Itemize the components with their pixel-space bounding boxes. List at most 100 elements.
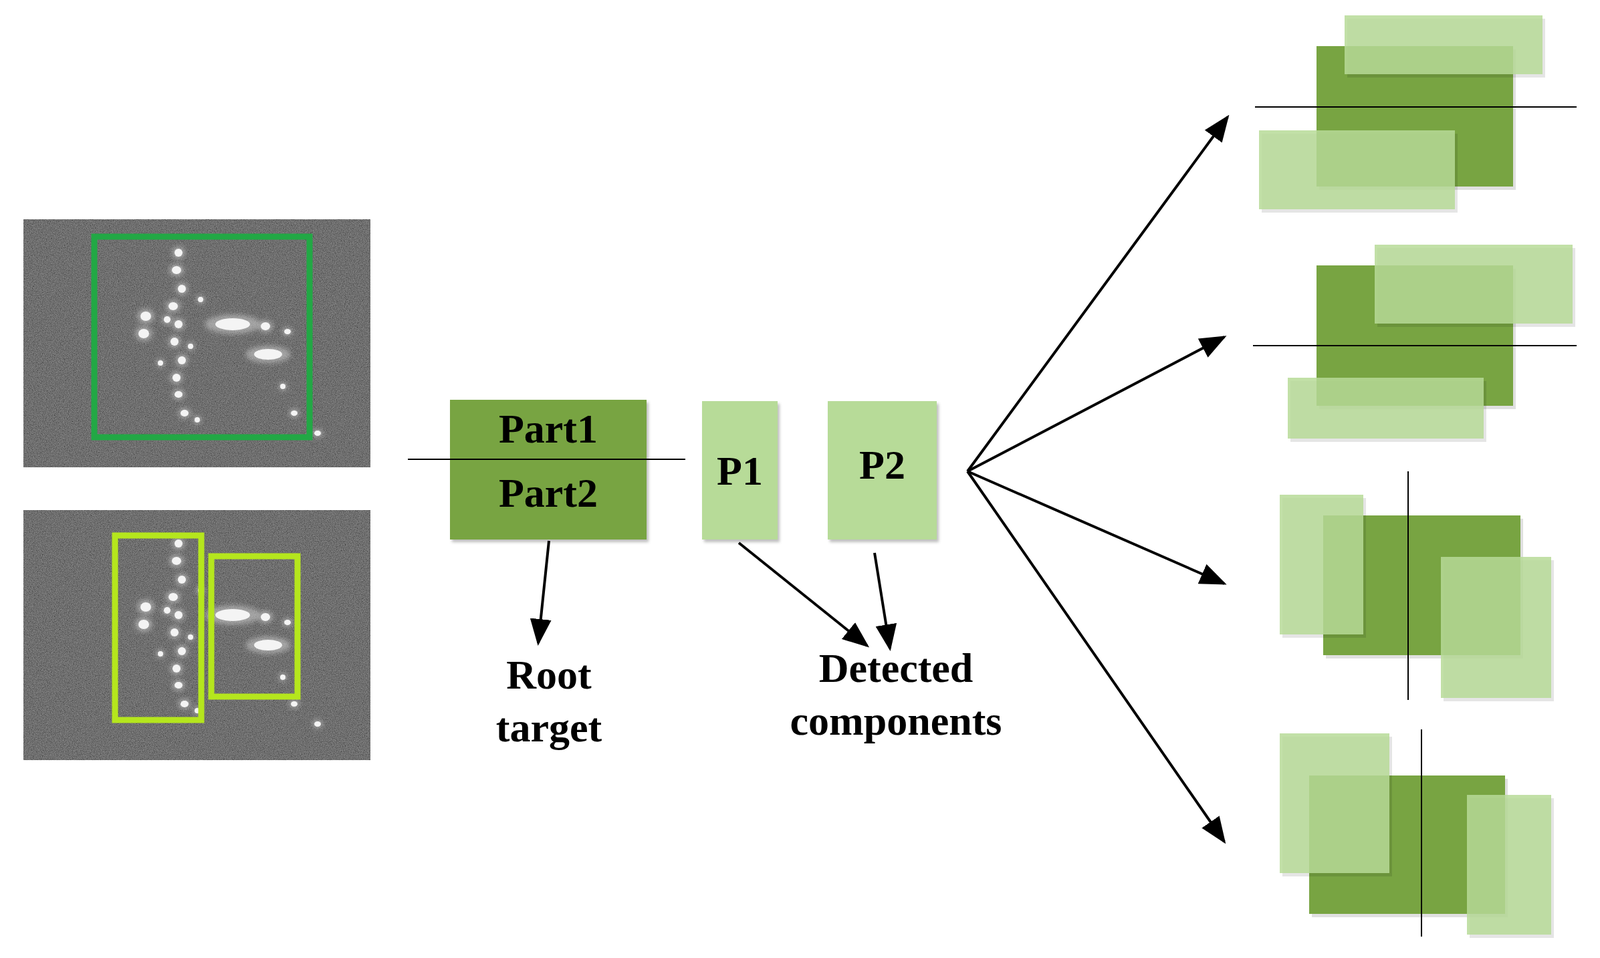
scatter-glow [278, 673, 288, 682]
component-box: P1 [702, 401, 778, 540]
configurations [1252, 15, 1577, 939]
scatter-point [157, 360, 164, 366]
scatter-glow [288, 700, 300, 709]
scatter-glow [169, 263, 184, 277]
scatter-glow [135, 617, 153, 632]
scatter-point [138, 328, 150, 339]
scatter-point [314, 430, 321, 436]
scatter-glow [278, 382, 288, 392]
scatter-glow [193, 415, 202, 425]
scatter-point [280, 674, 286, 680]
box-text: P2 [827, 401, 937, 529]
scatter-glow [175, 282, 188, 295]
caption-label: Root target [448, 648, 650, 755]
scatter-glow [312, 429, 323, 438]
scatter-point [187, 343, 194, 350]
root-box-outline [94, 236, 310, 438]
scatter-point [174, 681, 183, 689]
sar-background [23, 219, 371, 468]
scatter-point [194, 417, 200, 423]
scatter-glow [288, 409, 300, 418]
scatter-glow [171, 246, 185, 259]
scatter-point [174, 611, 183, 620]
scatter-point [163, 607, 171, 614]
scatter-glow [165, 590, 181, 604]
scatter-glow [161, 605, 173, 616]
scatter-point [138, 619, 150, 630]
scatter-points [135, 536, 323, 729]
scatter-point [171, 556, 182, 565]
scatter-point [284, 328, 291, 335]
scatter-glow [167, 625, 181, 639]
fan-arrow [967, 117, 1228, 472]
scatter-glow [258, 610, 273, 624]
scatter-point [172, 373, 181, 382]
scatter-point [168, 593, 178, 602]
scatter-glow [165, 299, 181, 313]
scatter-point [177, 647, 186, 656]
scatter-glow [177, 407, 191, 419]
fan-arrow [967, 336, 1225, 472]
scatter-glow [175, 644, 188, 658]
scatter-point [187, 634, 194, 640]
leader-arrow [538, 540, 549, 644]
scatter-point [171, 266, 182, 275]
scatter-glow [156, 359, 166, 368]
split-line [1407, 471, 1409, 701]
scatter-point [180, 700, 189, 708]
component-rect [1259, 130, 1455, 210]
scatter-glow [196, 295, 206, 305]
part-box-outline [115, 535, 202, 721]
scatter-point [215, 318, 251, 331]
scatter-point [157, 651, 164, 657]
part-box-outline [211, 556, 298, 697]
component-rect [1287, 377, 1484, 439]
scatter-glow [186, 342, 196, 352]
scatter-glow [171, 389, 185, 400]
scatter-point [172, 664, 181, 673]
scatter-point [254, 349, 283, 360]
split-line [1254, 106, 1577, 108]
scatter-glow [135, 326, 153, 341]
scatter-point [177, 356, 186, 365]
split-line [1420, 729, 1423, 937]
scatter-point [140, 602, 152, 612]
scatter-glow [137, 308, 155, 324]
scatter-point [163, 316, 171, 323]
scatter-point [170, 337, 179, 346]
fan-arrow [967, 471, 1225, 584]
component-rect [1279, 494, 1364, 635]
scatter-glow [282, 327, 293, 337]
scatter-point [174, 539, 183, 548]
scatter-glow [186, 633, 196, 642]
scatter-point [290, 701, 298, 707]
scatter-point [170, 628, 179, 637]
sar-image-bottom [23, 510, 371, 761]
scatter-point [197, 296, 204, 303]
scatter-point [280, 383, 286, 390]
scatter-glow [258, 319, 273, 333]
component-rect [1440, 556, 1552, 699]
scatter-glow [245, 345, 291, 364]
scatter-glow [169, 661, 183, 675]
box-text: P1 [702, 401, 778, 540]
component-rect [1374, 244, 1573, 324]
box-text: Part1 [449, 399, 647, 457]
scatter-point [314, 721, 321, 727]
scatter-point [284, 619, 291, 626]
scatter-glow [169, 371, 183, 384]
root-target-box: Part1Part2 [449, 399, 647, 540]
split-line [1252, 345, 1577, 347]
scatter-point [177, 575, 186, 584]
component-rect [1344, 15, 1543, 75]
scatter-point [174, 248, 183, 257]
component-rect [1279, 733, 1390, 874]
box-text: Part2 [449, 459, 647, 527]
scatter-point [168, 302, 178, 311]
scatter-point [260, 322, 271, 331]
scatter-glow [175, 353, 188, 367]
scatter-glow [171, 317, 185, 331]
scatter-point [177, 284, 186, 293]
